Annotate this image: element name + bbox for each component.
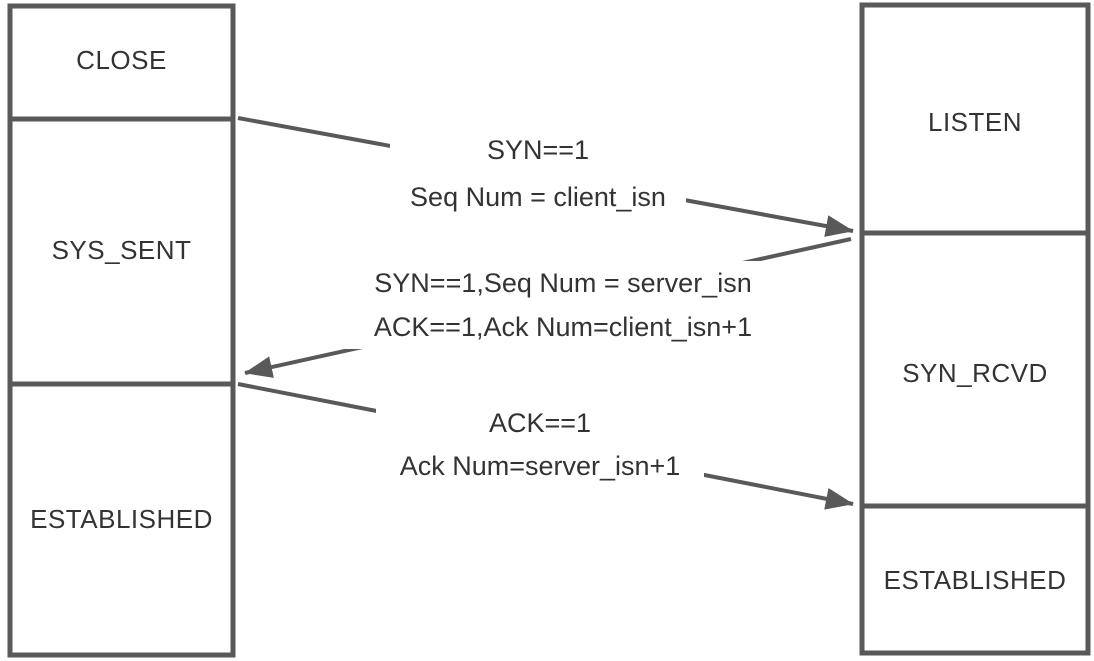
- server-state-box: [859, 2, 1091, 656]
- client-state-established: ESTABLISHED: [8, 384, 235, 655]
- server-state-established-label: ESTABLISHED: [883, 565, 1067, 595]
- message-ack: ACK==1 Ack Num=server_isn+1: [376, 402, 704, 488]
- server-state-syn-rcvd-label: SYN_RCVD: [902, 358, 1048, 388]
- server-state-listen-label: LISTEN: [927, 107, 1023, 137]
- client-state-close: CLOSE: [8, 4, 235, 117]
- message-syn-line2: Seq Num = client_isn: [410, 182, 666, 212]
- message-syn-line1: SYN==1: [486, 135, 590, 165]
- client-state-close-label: CLOSE: [76, 45, 167, 75]
- message-ack-line1: ACK==1: [488, 408, 592, 438]
- server-state-syn-rcvd: SYN_RCVD: [860, 241, 1090, 506]
- message-ack-line2: Ack Num=server_isn+1: [399, 451, 681, 481]
- message-syn-ack-line1: SYN==1,Seq Num = server_isn: [374, 268, 752, 298]
- message-syn-ack-line2: ACK==1,Ack Num=client_isn+1: [373, 312, 753, 342]
- server-state-listen: LISTEN: [860, 12, 1090, 233]
- client-state-sys-sent: SYS_SENT: [8, 119, 235, 382]
- message-syn: SYN==1 Seq Num = client_isn: [390, 127, 686, 221]
- server-state-established: ESTABLISHED: [860, 506, 1090, 655]
- client-state-established-label: ESTABLISHED: [30, 504, 213, 534]
- client-state-sys-sent-label: SYS_SENT: [51, 235, 192, 265]
- client-state-box: [7, 3, 236, 658]
- message-syn-ack: SYN==1,Seq Num = server_isn ACK==1,Ack N…: [338, 261, 788, 349]
